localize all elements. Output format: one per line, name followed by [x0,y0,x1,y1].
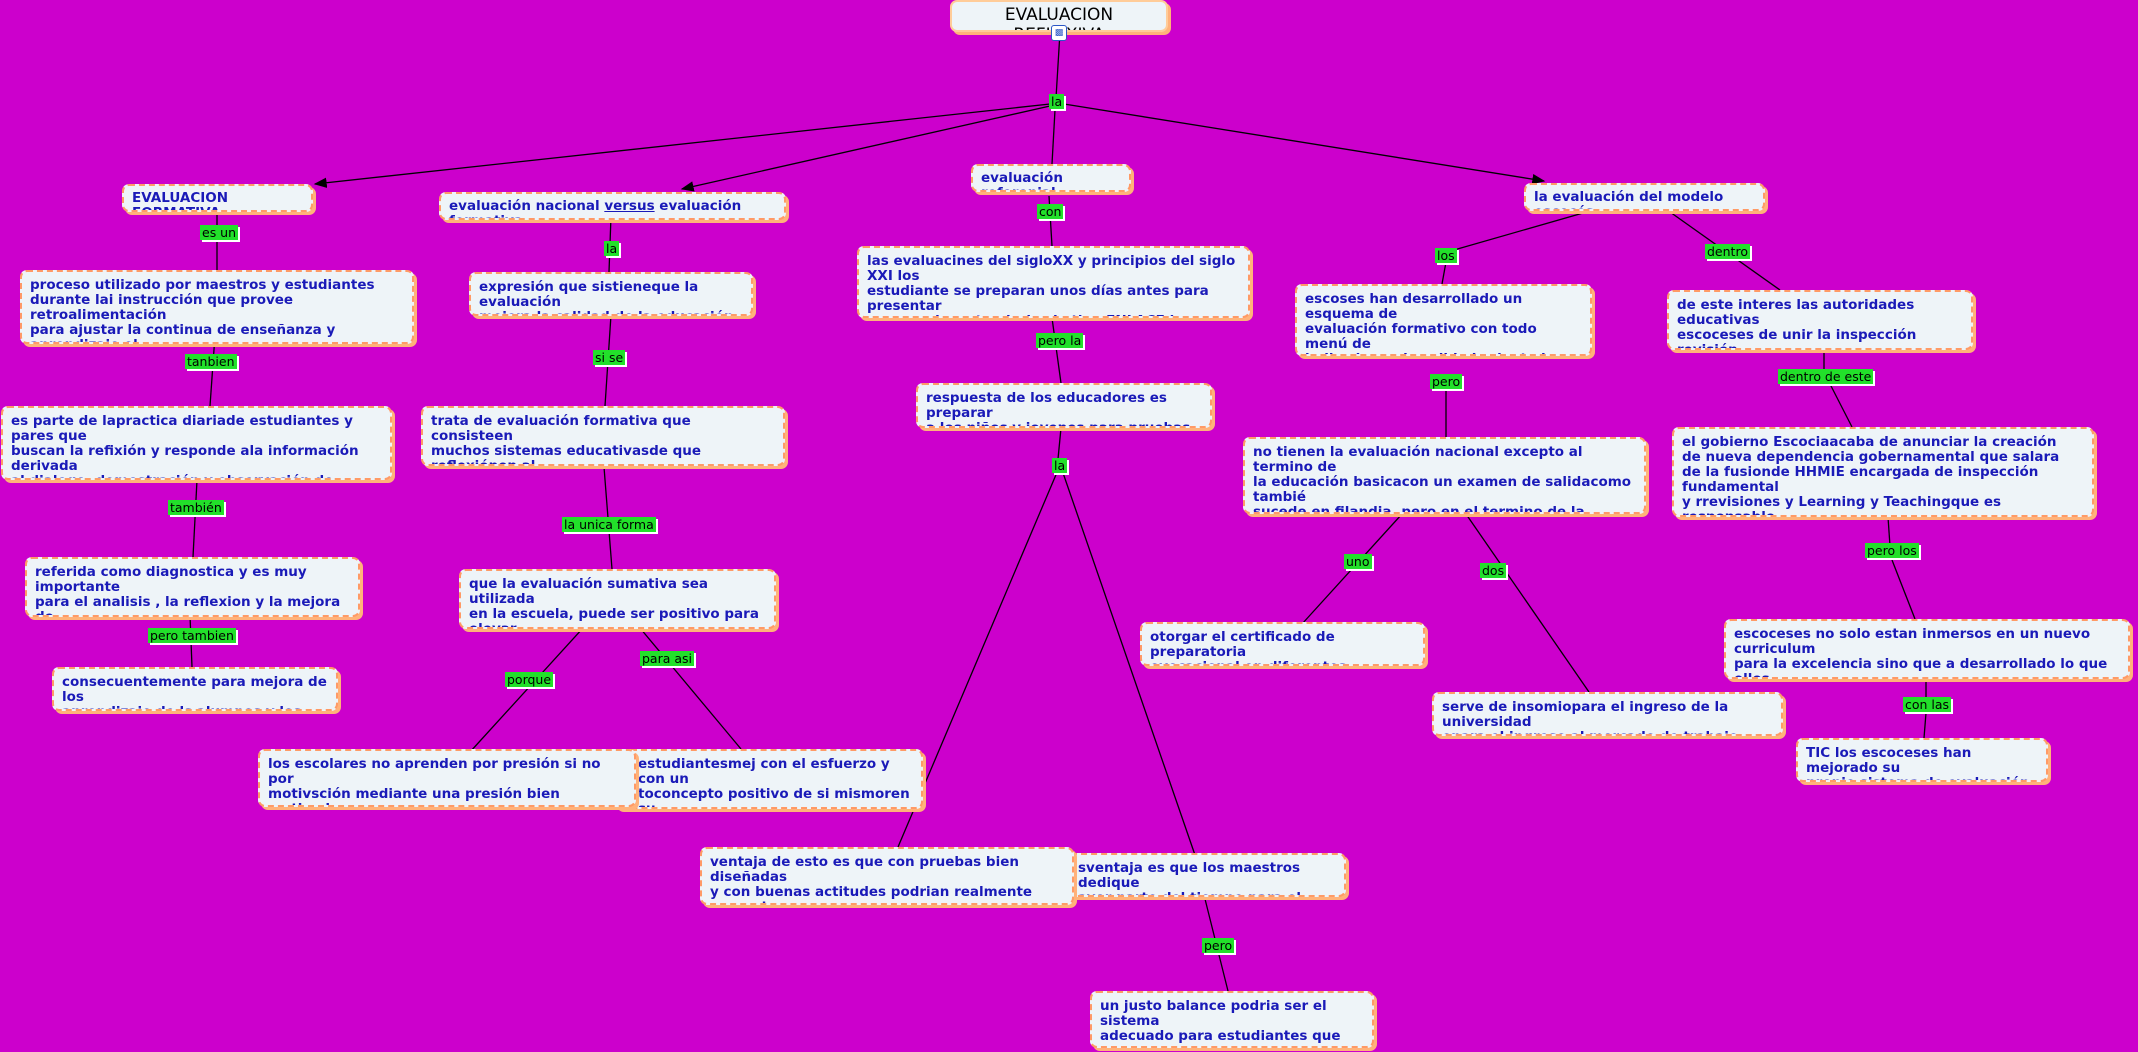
node-desventaja[interactable]: sventaja es que los maestros dedique ayo… [1064,853,1346,897]
link-label: la [604,241,620,256]
link [192,479,198,558]
node-expresion[interactable]: expresión que sistieneque la evaluación … [469,272,753,316]
link-label: la [1049,94,1065,109]
link-label: tanbien [185,354,237,369]
node-modelo-escoces[interactable]: la evaluación del modelo escocés [1524,183,1765,211]
node-text: evaluación formativa [449,198,742,219]
link [1441,261,1447,285]
node-escolares-presion[interactable]: los escolares no aprenden por presión si… [258,749,636,807]
concept-map-icon[interactable]: ▩ [1051,25,1067,41]
link-label: pero [1202,938,1235,953]
node-respuesta-educadores[interactable]: respuesta de los educadores es preparar … [916,383,1212,428]
link [1923,712,1927,739]
node-gobierno-escocia[interactable]: el gobierno Escociaacaba de anunciar la … [1672,427,2094,517]
link [1055,31,1061,99]
link-label: pero los [1865,543,1919,558]
link [1887,516,1891,547]
link [313,103,1051,188]
link-label: la unica forma [562,517,656,532]
link [1057,427,1062,460]
node-evaluacion-nacional[interactable]: evaluación nacional versus evaluación fo… [439,192,786,220]
link-label: la [1052,458,1068,473]
node-justo-balance[interactable]: un justo balance podria ser el sistema a… [1090,991,1374,1048]
link [1465,513,1590,693]
node-proceso-utilizado[interactable]: proceso utilizado por maestros y estudia… [20,270,414,344]
link-label: pero tambien [148,628,236,643]
link [680,105,1051,192]
link-label: dentro de este [1778,369,1874,384]
link [1301,513,1403,625]
link [469,627,584,753]
link-label: pero la [1036,333,1084,348]
link-label: también [168,500,224,515]
link [1063,103,1546,185]
node-escoses-esquema[interactable]: escoses han desarrollado un esquema de e… [1295,284,1592,356]
node-tic-escoceses[interactable]: TIC los escoceses han mejorado su propio… [1796,738,2048,782]
node-consecuentemente[interactable]: consecuentemente para mejora de los apre… [52,667,338,711]
link-label: los [1435,248,1457,263]
link-label: es un [200,225,239,240]
link-label: para asi [640,651,695,666]
node-serve-ingreso[interactable]: serve de insomiopara el ingreso de la un… [1432,692,1783,736]
link-label: porque [505,672,554,687]
link-label: dos [1480,563,1507,578]
node-diagnostica[interactable]: referida como diagnostica y es muy impor… [25,557,360,617]
node-text-underlined: versus [604,198,655,214]
node-evaluacion-formativa[interactable]: EVALUACION FORMATIVA [122,184,313,212]
link-label: con [1037,204,1064,219]
link-label: con las [1903,697,1952,712]
link-label: si se [593,350,626,365]
link-label: dentro [1705,244,1750,259]
link [1051,109,1056,165]
link [1439,210,1591,255]
link-label: uno [1344,554,1372,569]
node-evaluacion-referenial[interactable]: evaluación referenial [971,164,1131,192]
node-no-tienen[interactable]: no tienen la evaluación nacional excepto… [1243,437,1646,514]
node-text: evaluación nacional [449,198,605,214]
node-interes-autoridades[interactable]: de este interes las autoridades educativ… [1667,290,1973,350]
node-otorgar-certificado[interactable]: otorgar el certificado de preparatoria o… [1140,622,1425,666]
node-evaluacion-sumativa[interactable]: que la evaluación sumativa sea utilizada… [459,569,776,629]
link-label: pero [1430,374,1463,389]
node-escoceses-curriculum[interactable]: escoceses no solo estan inmersos en un n… [1724,619,2130,679]
link [1061,469,1196,856]
link [1891,559,1916,620]
root-concept[interactable]: EVALUACION REFLEXIVA [950,0,1168,32]
link [897,469,1059,848]
node-estudiantes-esfuerzo[interactable]: estudiantesmej con el esfuerzo y con un … [614,749,923,809]
node-parte-practica[interactable]: es parte de lapractica diariade estudian… [1,406,392,480]
node-evaluaciones-siglo[interactable]: las evaluacines del sigloXX y principios… [857,246,1250,318]
node-ventaja[interactable]: ventaja de esto es que con pruebas bien … [700,847,1074,905]
node-trata-evaluacion[interactable]: trata de evaluación formativa que consis… [421,406,785,466]
link [1829,383,1853,428]
link [639,627,742,750]
link [1051,317,1062,384]
